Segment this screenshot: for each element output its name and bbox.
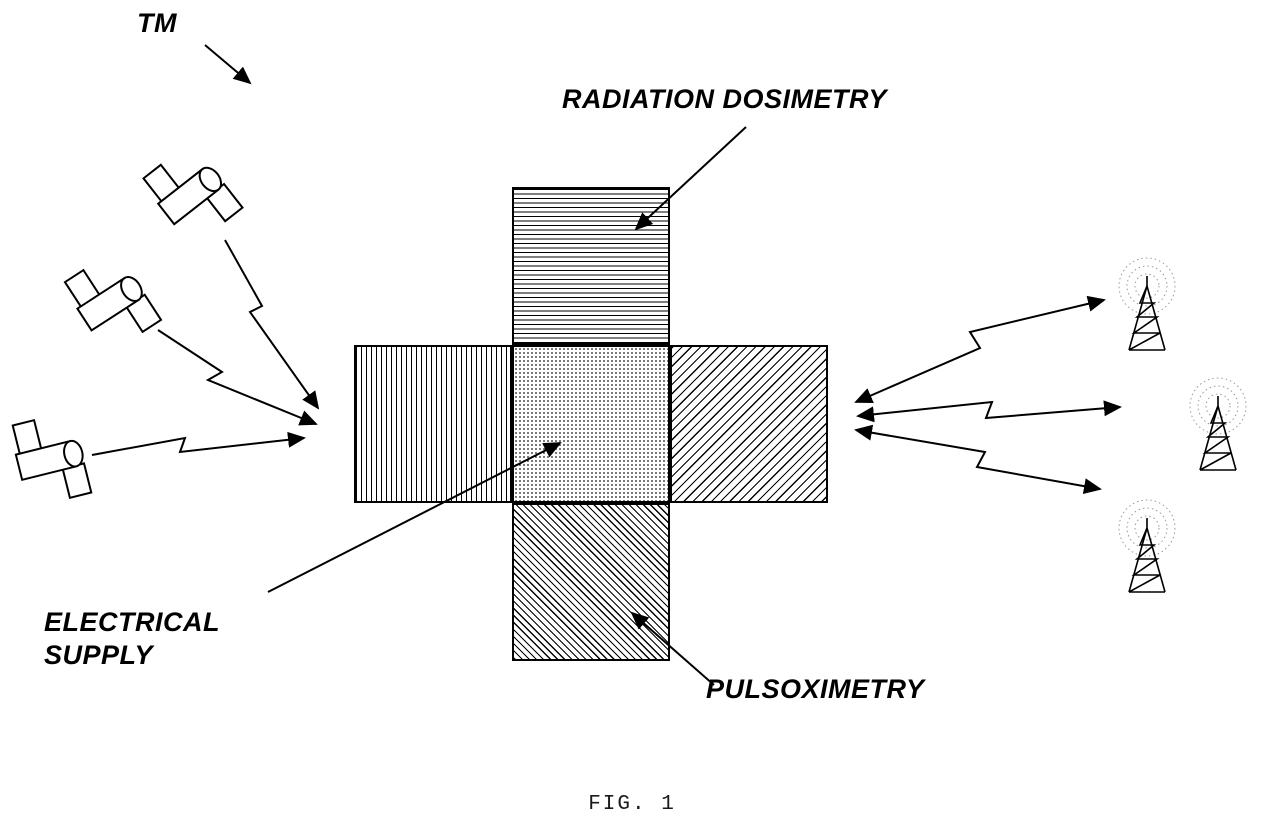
tm-label: TM <box>137 8 177 38</box>
radiation-dosimetry-label: RADIATION DOSIMETRY <box>562 84 888 114</box>
electrical-supply-label: ELECTRICAL SUPPLY <box>44 606 220 672</box>
satellite-link-arrows <box>91 239 320 456</box>
radio-tower-icon <box>1118 257 1176 351</box>
tm-pointer-arrow <box>204 44 252 85</box>
pulsoximetry-label: PULSOXIMETRY <box>706 674 925 704</box>
radio-tower-icon <box>1118 499 1176 593</box>
square-radiation-dosimetry <box>512 187 670 345</box>
satellite-icon <box>60 247 163 356</box>
satellite-link-arrow <box>91 431 306 456</box>
tower-link-arrow <box>854 295 1106 403</box>
electrical-supply-label-line1: ELECTRICAL <box>44 607 220 637</box>
tower-link-arrow <box>856 400 1122 423</box>
tower-link-arrow <box>854 424 1102 495</box>
square-left-face <box>354 345 512 503</box>
figure-caption: FIG. 1 <box>588 793 676 816</box>
satellite-icon <box>139 139 245 249</box>
satellite-icon <box>7 409 94 509</box>
square-electrical-supply <box>512 345 670 503</box>
electrical-supply-label-line2: SUPPLY <box>44 640 154 670</box>
radio-tower-group <box>1118 257 1247 593</box>
tower-link-arrows <box>854 295 1122 495</box>
satellite-link-arrow <box>224 239 320 410</box>
satellite-group <box>7 139 245 509</box>
satellite-link-arrow <box>157 329 318 426</box>
radio-tower-icon <box>1189 377 1247 471</box>
square-pulsoximetry <box>512 503 670 661</box>
square-right-face <box>670 345 828 503</box>
